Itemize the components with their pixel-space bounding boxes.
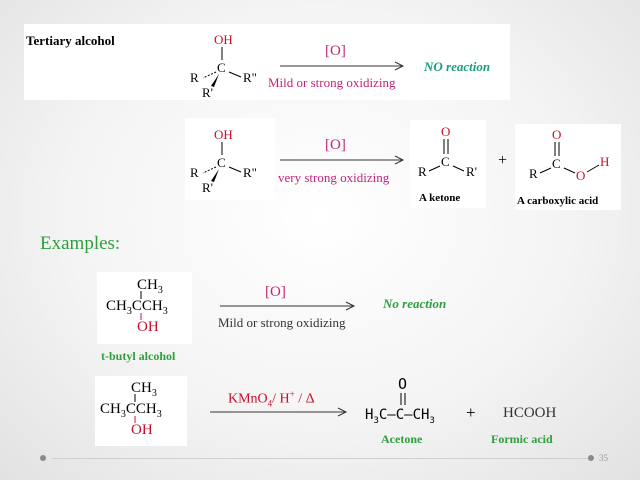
ketone-o: O: [441, 124, 451, 139]
reaction1-panel: [24, 24, 510, 100]
r1-c: C: [217, 60, 226, 75]
reaction2-panel-ketone: [410, 120, 486, 208]
example1-panel: [97, 272, 192, 344]
r1-r-left: R: [190, 70, 199, 85]
acetone-formula: H3C–C–CH3: [365, 407, 435, 426]
acid-label: A carboxylic acid: [517, 195, 599, 207]
page-number: 35: [599, 453, 608, 463]
ex1-result: No reaction: [383, 296, 447, 311]
right-bullet-dot: [588, 455, 594, 461]
ex2-ch3-top: CH3: [131, 380, 157, 399]
r2-oh: OH: [214, 127, 233, 142]
formic-acid-formula: HCOOH: [503, 405, 557, 421]
r2-r-right: R": [243, 165, 257, 180]
r2-c: C: [217, 155, 226, 170]
r2-r-bottom: R': [202, 180, 214, 195]
ex1-ch3-top: CH3: [137, 277, 163, 296]
ex2-reagent: KMnO4/ H+ / Δ: [228, 389, 315, 409]
ketone-r2: R': [466, 164, 478, 179]
ex1-main-chain: CH3CCH3: [106, 298, 168, 317]
examples-heading: Examples:: [40, 233, 121, 254]
r1-reagent: [O]: [325, 43, 346, 59]
r2-condition: very strong oxidizing: [278, 170, 390, 185]
acetone-o: O: [398, 375, 408, 393]
acid-h: H: [600, 154, 610, 169]
r1-condition: Mild or strong oxidizing: [268, 75, 396, 90]
formic-acid-label: Formic acid: [491, 432, 553, 446]
acetone-label: Acetone: [381, 432, 423, 446]
ex1-reagent: [O]: [265, 284, 286, 300]
acid-r: R: [529, 166, 538, 181]
ex1-condition: Mild or strong oxidizing: [218, 315, 346, 330]
reaction2-panel-left: [185, 118, 275, 200]
reaction2-panel-acid: [515, 124, 621, 210]
r1-oh: OH: [214, 32, 233, 47]
r2-reagent: [O]: [325, 137, 346, 153]
ketone-c: C: [441, 154, 450, 169]
r1-r-bottom: R': [202, 85, 214, 100]
r1-r-right: R": [243, 70, 257, 85]
ex1-oh: OH: [137, 319, 159, 335]
r2-plus: +: [498, 152, 508, 169]
left-bullet-dot: [40, 455, 46, 461]
acid-o-top: O: [552, 127, 562, 142]
bottom-rule: [52, 458, 590, 459]
ex2-oh: OH: [131, 422, 153, 438]
acid-c: C: [552, 156, 561, 171]
ex2-plus: +: [466, 403, 476, 422]
ex2-main-chain: CH3CCH3: [100, 401, 162, 420]
r1-result: NO reaction: [424, 59, 491, 74]
r2-r-left: R: [190, 165, 199, 180]
example2-panel: [95, 376, 187, 446]
tertiary-alcohol-title: Tertiary alcohol: [26, 33, 115, 48]
acid-o-side: O: [576, 168, 586, 183]
ketone-label: A ketone: [419, 192, 461, 204]
t-butyl-alcohol-label: t-butyl alcohol: [101, 349, 176, 363]
ketone-r: R: [418, 164, 427, 179]
